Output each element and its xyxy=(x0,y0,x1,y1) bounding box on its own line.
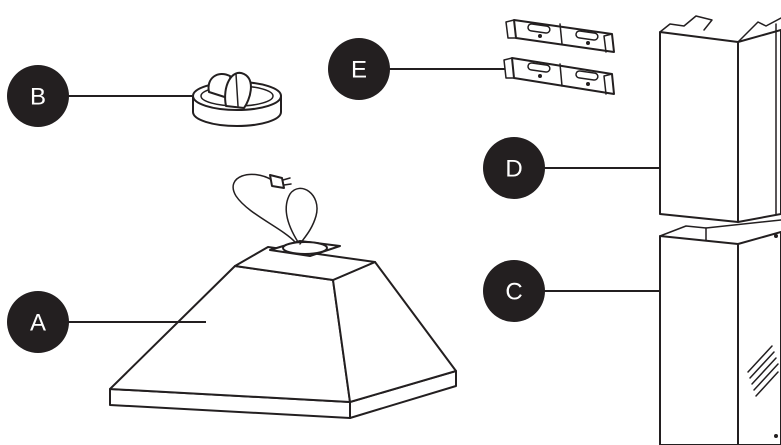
callout-d: D xyxy=(483,137,659,199)
mounting-brackets xyxy=(504,20,614,94)
callout-b-label: B xyxy=(30,84,46,111)
hood-body xyxy=(110,174,456,418)
callout-b: B xyxy=(7,65,192,127)
callout-c: C xyxy=(483,260,659,322)
upper-chimney xyxy=(660,16,781,222)
callout-e-label: E xyxy=(351,57,367,84)
damper xyxy=(193,73,281,126)
callout-a-label: A xyxy=(30,310,46,337)
callout-d-label: D xyxy=(505,156,522,183)
lower-chimney xyxy=(660,220,781,445)
bracket-upper xyxy=(506,20,614,52)
callout-c-label: C xyxy=(505,279,522,306)
callout-e: E xyxy=(328,38,505,100)
bracket-lower xyxy=(504,58,614,94)
